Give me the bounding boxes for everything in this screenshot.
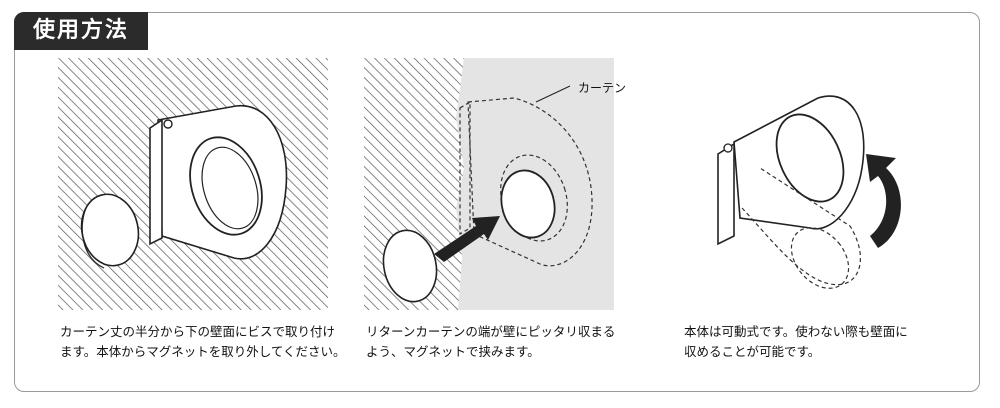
section-title: 使用方法 — [14, 12, 148, 50]
curtain-label: カーテン — [578, 81, 627, 95]
push-arrow — [434, 216, 500, 262]
rotate-arrow — [866, 154, 901, 248]
step3-caption: 本体は可動式です。使わない際も壁面に 収めることが可能です。 — [684, 324, 908, 359]
step1-caption: カーテン丈の半分から下の壁面にビスで取り付け ます。本体からマグネットを取り外し… — [60, 324, 346, 359]
step1-illustration — [58, 58, 328, 310]
magnet-disc — [500, 169, 556, 239]
step3-illustration — [717, 95, 901, 289]
step2-illustration — [364, 58, 614, 310]
magnet-disc-left — [382, 229, 438, 303]
step2-caption: リターンカーテンの端が壁にピッタリ収まる よう、マグネットで挟みます。 — [366, 324, 616, 359]
holder-hinge — [717, 142, 735, 246]
holder-hinge — [149, 118, 163, 246]
holder-ring — [775, 113, 845, 203]
